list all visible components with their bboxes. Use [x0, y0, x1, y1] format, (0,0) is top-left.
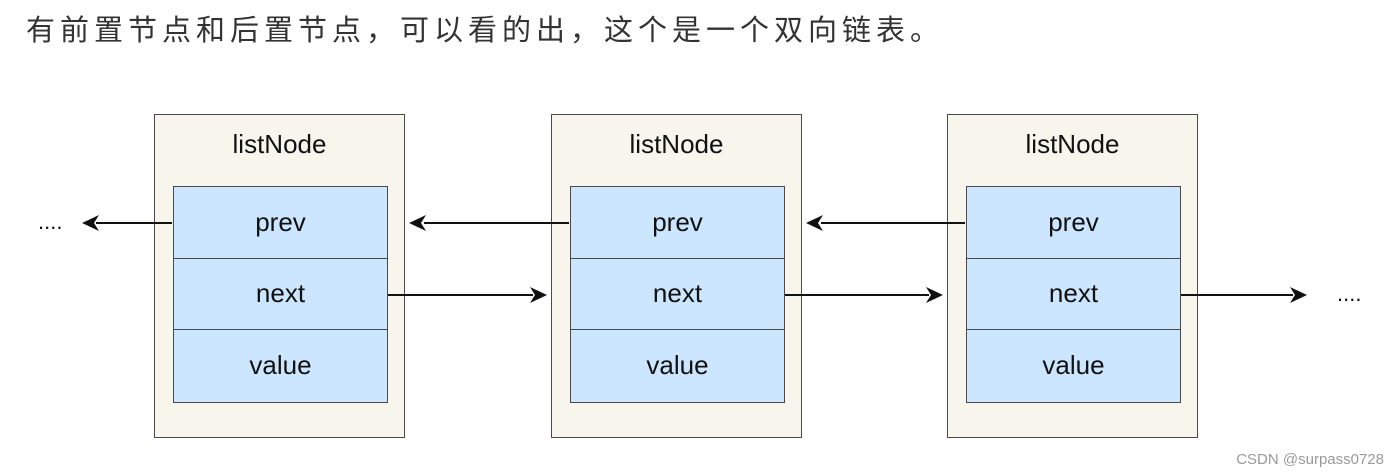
value-field: value	[1042, 350, 1105, 381]
next-arrow-1	[388, 287, 547, 303]
prev-field: prev	[967, 187, 1180, 259]
list-node-3: listNode prev next value	[947, 114, 1198, 438]
prev-arrow-2	[409, 215, 569, 231]
list-node-1: listNode prev next value	[154, 114, 405, 438]
intro-text: 有前置节点和后置节点，可以看的出，这个是一个双向链表。	[26, 13, 945, 47]
node-fields: prev next value	[570, 186, 785, 403]
right-ellipsis: ....	[1337, 281, 1362, 306]
next-arrow-3	[1181, 287, 1307, 303]
prev-arrow-3	[806, 215, 965, 231]
left-ellipsis: ....	[38, 209, 63, 234]
next-field: next	[571, 259, 784, 330]
value-field: value	[646, 350, 709, 381]
node-fields: prev next value	[173, 186, 388, 403]
watermark: CSDN @surpass0728	[1236, 451, 1384, 468]
next-field: next	[967, 259, 1180, 330]
list-node-2: listNode prev next value	[551, 114, 802, 438]
next-field: next	[174, 259, 387, 330]
prev-field: prev	[571, 187, 784, 259]
node-title: listNode	[629, 129, 724, 159]
value-field: value	[249, 350, 312, 381]
node-title: listNode	[1025, 129, 1120, 159]
next-arrow-2	[785, 287, 943, 303]
node-fields: prev next value	[966, 186, 1181, 403]
node-title: listNode	[232, 129, 327, 159]
prev-field: prev	[174, 187, 387, 259]
